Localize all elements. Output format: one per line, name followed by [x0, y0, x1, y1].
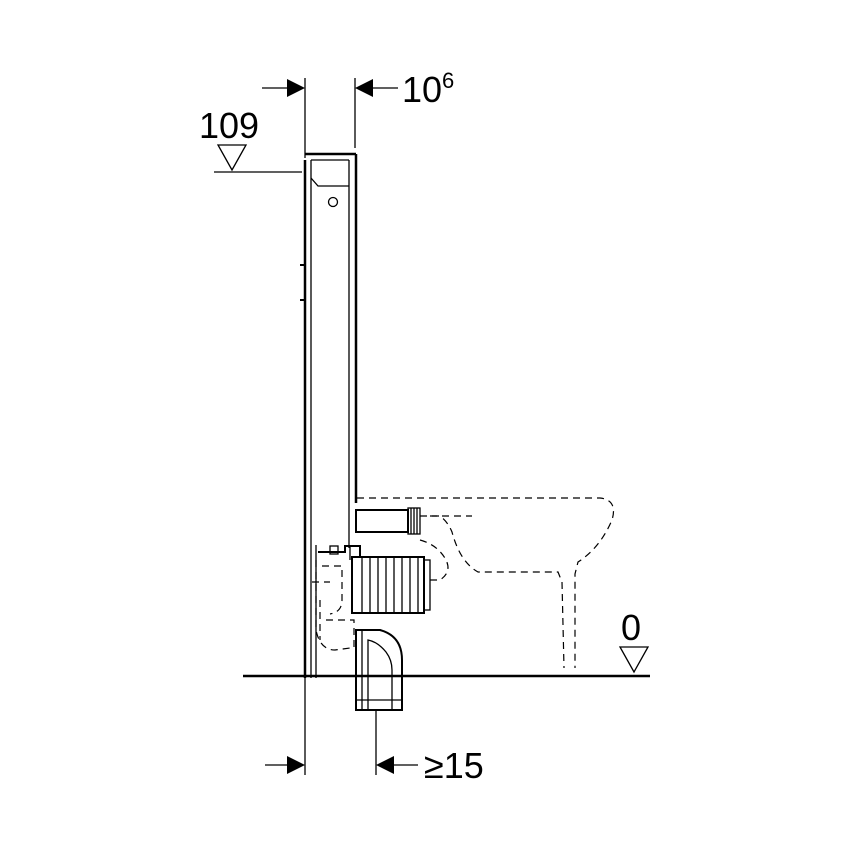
installation-frame: [300, 152, 358, 678]
height-label: 109: [199, 105, 259, 146]
floor-level-marker: 0: [618, 607, 650, 674]
level-triangle-icon: [618, 646, 650, 674]
flush-button-icon: [327, 196, 339, 208]
bottom-dimension: ≥15: [265, 678, 484, 786]
hidden-cistern-parts: [312, 560, 355, 651]
wc-bowl-outline: [357, 497, 615, 669]
drain-elbow: [355, 629, 403, 711]
min-distance-label: ≥15: [424, 745, 484, 786]
depth-label: 106: [402, 68, 454, 110]
level-triangle-icon: [216, 144, 248, 172]
corrugated-connector: [351, 556, 431, 614]
height-marker: 109: [199, 105, 302, 173]
top-depth-dimension: 106: [262, 68, 454, 158]
fixing-bracket: [318, 545, 361, 560]
floor-level-label: 0: [621, 607, 641, 648]
water-inlet-pipe: [355, 507, 421, 535]
